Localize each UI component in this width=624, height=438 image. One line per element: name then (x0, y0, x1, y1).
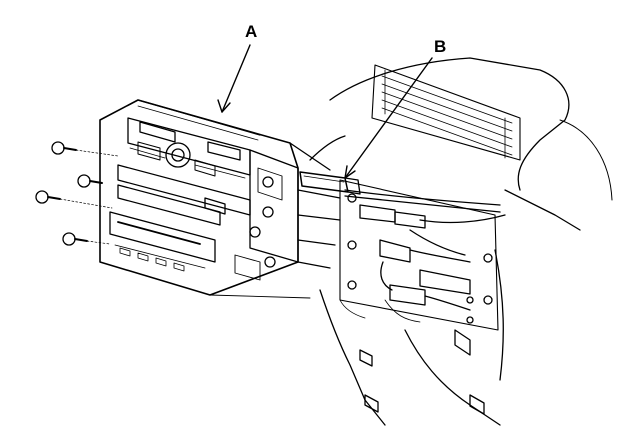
audio-unit-a (99, 99, 341, 299)
bolt-3 (35, 190, 113, 209)
bolt-2 (77, 174, 103, 188)
bolt-4 (62, 232, 111, 246)
harness-connector-b (299, 171, 361, 195)
leader-arrow-a (221, 44, 251, 113)
leader-arrow-b (344, 57, 433, 179)
leader-arrows (217, 44, 433, 179)
callout-label-b: B (434, 37, 447, 56)
bolt-1 (51, 141, 119, 157)
wiring-harness (344, 189, 506, 311)
mounting-bolts (35, 141, 119, 246)
callout-label-a: A (245, 22, 258, 41)
dashboard-panel (309, 57, 613, 426)
